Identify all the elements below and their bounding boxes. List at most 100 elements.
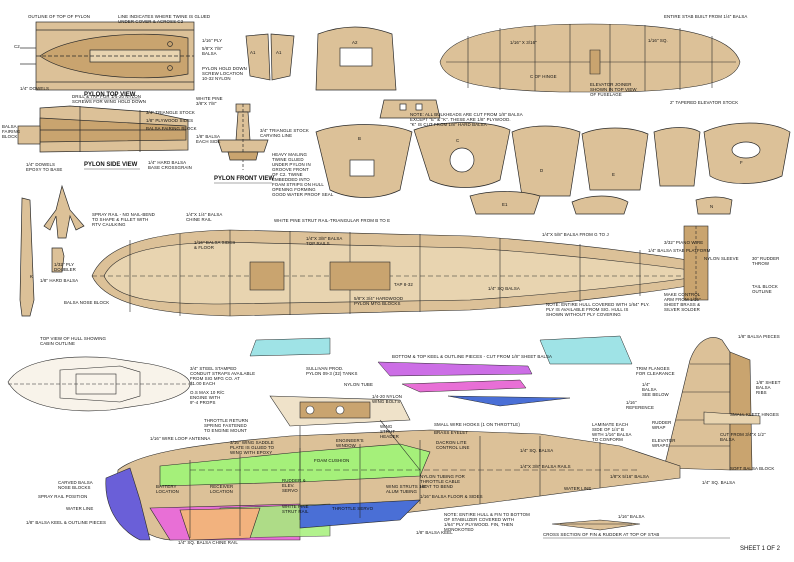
label-heavy-twine: HEAVY MAILING TWINE GLUED UNDER PYLON IN… [272, 152, 334, 197]
label-balsa-keel2: 1/8" BALSA KEEL [416, 530, 453, 535]
hull-top-view [91, 225, 709, 317]
label-battery: BATTERY LOCATION [156, 484, 179, 494]
label-soft-balsa-3: CUT FROM 3/4"X 1/2" BALSA [720, 432, 766, 442]
label-nylon-tubing: NYLON TUBING FOR THROTTLE CABLE HEAT TO … [420, 474, 465, 489]
label-dowels-epoxy: 1/4" DOWELS EPOXY TO BASE [26, 162, 63, 172]
label-hard-balsa-base: 1/4" HARD BALSA BASE CROSSGRAIN [148, 160, 192, 170]
label-plywood-sides: 1/8" PLYWOOD SIDES [146, 118, 194, 123]
label-tail-block: TAIL BLOCK OUTLINE [752, 284, 778, 294]
label-balsa-ribs: 1/8" SHEET BALSA RIBS [756, 380, 781, 395]
label-spray-rail: SPRAY RAIL - NO NAIL-BEND TO SHAPE & FIL… [92, 212, 155, 227]
label-pylon-hold: PYLON HOLD DOWN SCREW LOCATION 10-32 NYL… [202, 66, 247, 81]
letter-c: C [456, 138, 460, 143]
label-balsa-rib-see: 1/4" BALSA SEE BELOW [642, 382, 669, 397]
label-balsa-pieces: 1/8" BALSA PIECES [738, 334, 780, 339]
label-nylon-sleeve: NYLON SLEEVE [704, 256, 739, 261]
label-brass-eyelet: BRASS EYELET [434, 430, 469, 435]
pylon-top-view [20, 21, 195, 91]
label-ply-116: 1/16" PLY [202, 38, 223, 43]
label-triangle-stock2: 3/4" TRIANGLE STOCK CARVING LINE [260, 128, 309, 138]
label-water-line2: WATER LINE [66, 506, 94, 511]
label-piano-wire: 3/32" PIANO WIRE [664, 240, 704, 245]
label-top-view-hull: TOP VIEW OF HULL SHOWING CABIN OUTLINE [40, 336, 106, 346]
label-sq-116: 1/16" SQ. [648, 38, 668, 43]
hull-small-top-view [7, 356, 191, 412]
label-throttle-return: THROTTLE RETURN SPRING FASTENED TO ENGIN… [204, 418, 249, 433]
label-nylon-tube: NYLON TUBE [344, 382, 373, 387]
label-wing-saddle: 3/16" WING SADDLE PLATE IS GLUED TO WING… [230, 440, 275, 455]
hull-side-view [105, 395, 681, 541]
label-line-twine: LINE INDICATES WHERE TWINE IS GLUED UNDE… [118, 14, 211, 24]
label-bottom-keel: BOTTOM & TOP KEEL & OUTLINE PIECES - CUT… [392, 354, 553, 359]
letter-e: E [612, 172, 616, 177]
letter-e1: E1 [502, 202, 508, 207]
label-rudder-wrap: RUDDER WRAP [652, 420, 672, 430]
label-engineers: ENGINEER'S WINDOW [336, 438, 364, 448]
label-balsa-332: 1/4"X 3/8" BALSA TOP RAILS [306, 236, 343, 246]
label-balsa-floor: 1/16" BALSA FLOOR & SIDES [420, 494, 483, 499]
label-balsa-each: 1/8" BALSA EACH SIDE [196, 134, 221, 144]
label-elevator-wrap: ELEVATOR WRAPS [652, 438, 676, 448]
label-small-hinges: SMALL KLETT HINGES [730, 412, 779, 417]
label-sq-116b: 1/16" X 3/16" [510, 40, 537, 45]
label-white-pine: WHITE PINE 3/8"X 7/8" [196, 96, 223, 106]
label-max-rc: O.S MAX 10 R/C ENGINE WITH 9"-4 PROPS [190, 390, 225, 405]
part-small-block [379, 99, 441, 119]
letter-a2: A2 [352, 40, 358, 45]
label-triangle: 3/4" TRIANGLE STOCK [146, 110, 195, 115]
label-sq-balsa2: 1/4" SQ. BALSA [520, 448, 554, 453]
part-a2 [315, 26, 397, 91]
pylon-side-view [17, 105, 189, 153]
label-rudder-throw: 30" RUDDER THROW [752, 256, 780, 266]
label-elevator-joiner: ELEVATOR JOINER SHOWN IN TOP VIEW OF FUS… [590, 82, 637, 97]
pylon-front-view [217, 103, 269, 170]
label-tap-832: TAP 8-32 [394, 282, 413, 287]
label-cross-section: CROSS SECTION OF FIN & RUDDER AT TOP OF … [543, 532, 660, 537]
label-balsa-fairing: BALSA FAIRING BLOCK [146, 126, 197, 131]
label-c2: C2 [14, 44, 20, 49]
label-entire-stab: ENTIRE STAB BUILT FROM 1/4" BALSA [664, 14, 748, 19]
label-hardwood: 5/8"X 3/4" HARDWOOD PYLON MTG BLOCKS [354, 296, 404, 306]
bulkheads [315, 122, 791, 215]
label-chine-rail: 1/4"X 1/4" BALSA CHINE RAIL [186, 212, 223, 222]
sheet-number: SHEET 1 OF 2 [740, 546, 780, 552]
label-trim-flanges: TRIM FLANGES FOR CLEARANCE [636, 366, 675, 376]
label-drill-tap: DRILL & TAP FOR 1/4-20 NYLON SCREWS FOR … [72, 94, 146, 104]
outline-pieces [249, 335, 633, 407]
label-rudder-elev: RUDDER & ELEV. SERVO [282, 478, 306, 493]
label-nylon-bolts: 1/4-20 NYLON WING BOLTS [372, 394, 402, 404]
pylon-front-view-title: PYLON FRONT VIEW [214, 176, 274, 182]
letter-b: B [358, 136, 362, 141]
label-wire-hooks: SMALL WIRE HOOKS (1 ON THROTTLE) [434, 422, 520, 427]
label-laminate: LAMINATE EACH SIDE OF 1/4" B WITH 1/16" … [592, 422, 632, 442]
label-balsa-rails: 1/4"X 3/8" BALSA RAILS [520, 464, 571, 469]
label-balsa-5812: 5/8"X 7/8" BALSA [202, 46, 223, 56]
label-chine-rail2: 1/4" SQ. BALSA CHINE RAIL [178, 540, 238, 545]
label-stab-platform: 1/4" BALSA STAB PLATFORM [648, 248, 711, 253]
label-receiver: RECEIVER LOCATION [210, 484, 234, 494]
label-balsa-sq: 1/4" SQ. BALSA [702, 480, 736, 485]
label-wire-antenna: 1/16" WIRE LOOP ANTENNA [150, 436, 211, 441]
label-balsa-nose: BALSA NOSE BLOCK [64, 300, 110, 305]
label-balsa-sides: 1/16" BALSA SIDES & FLOOR [194, 240, 236, 250]
label-keel-outline: 1/8" BALSA KEEL & OUTLINE PIECES [26, 520, 107, 525]
stabilizer [439, 23, 741, 93]
label-entire-hull-fin: NOTE: ENTIRE HULL & FIN TO BOTTOM OF STA… [444, 512, 530, 532]
label-white-pine-strut: WHITE PINE STRUT RAIL [282, 504, 309, 514]
label-ply-doubler: 1/32" PLY DOUBLER [54, 262, 76, 272]
label-wing-struts: WING STRUTS 1/8" ALUM TUBING [386, 484, 428, 494]
label-hard-balsa: 1/8" HARD BALSA [40, 278, 79, 283]
label-wing-strut-header: WING STRUT HEADER [380, 424, 399, 439]
label-tapered: 2" TAPERED ELEVATOR STOCK [670, 100, 739, 105]
label-control-arm: MAKE CONTROL ARM FROM 1/16" SHEET BRASS … [664, 292, 701, 312]
label-dacron: DACRON LITE CONTROL LINE [436, 440, 470, 450]
letter-f: F [740, 160, 743, 165]
letter-k: K [30, 274, 34, 279]
part-a1 [245, 33, 295, 81]
letter-a1b: A1 [276, 50, 282, 55]
label-carved-balsa: CARVED BALSA NOSE BLOCKS [58, 480, 93, 490]
label-balsa-116: 1/16" BALSA [618, 514, 645, 519]
label-water-line: WATER LINE [564, 486, 592, 491]
label-balsa-rem: 1/8"X 5/16" BALSA [610, 474, 649, 479]
pylon-top-view-title: PYLON TOP VIEW [84, 92, 136, 98]
